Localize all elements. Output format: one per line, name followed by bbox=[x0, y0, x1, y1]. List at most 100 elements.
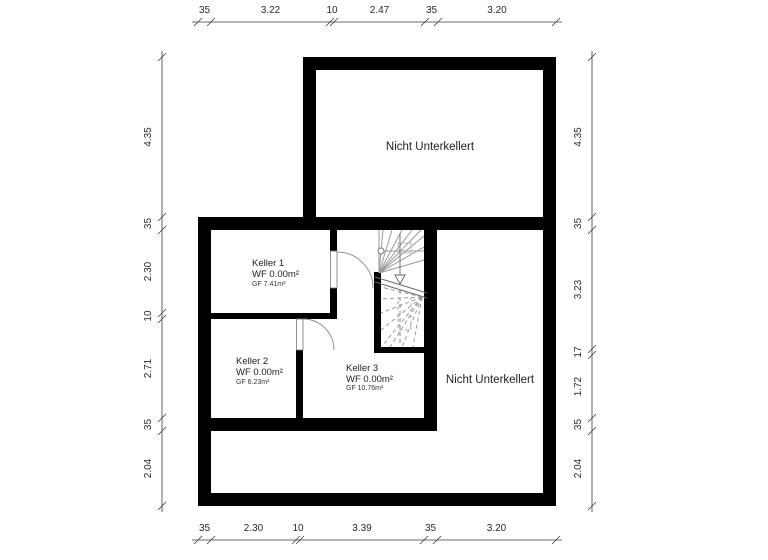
door-keller2 bbox=[296, 318, 335, 351]
dimension-tick bbox=[587, 413, 597, 423]
dimension-label-right-5: 35 bbox=[573, 419, 584, 431]
dimension-label-left-3: 10 bbox=[143, 310, 154, 322]
dimension-tick bbox=[587, 212, 597, 222]
dimension-tick bbox=[157, 52, 167, 62]
dimension-tick bbox=[551, 17, 561, 27]
dimension-tick bbox=[157, 501, 167, 511]
dimension-label-left-6: 2.04 bbox=[143, 458, 154, 478]
stair-direction-arrow bbox=[394, 274, 406, 286]
dimension-tick bbox=[420, 17, 430, 27]
wall-keller-bottom bbox=[198, 418, 437, 431]
dimension-label-top-5: 3.20 bbox=[487, 5, 507, 16]
keller2-name: Keller 2 bbox=[236, 356, 268, 367]
dimension-tick bbox=[433, 17, 443, 27]
dimension-label-top-4: 35 bbox=[426, 5, 438, 16]
keller2-wf: WF 0.00m² bbox=[236, 367, 283, 378]
dimension-tick bbox=[193, 17, 203, 27]
keller1-wf: WF 0.00m² bbox=[252, 269, 299, 280]
dimension-label-bottom-4: 35 bbox=[425, 523, 437, 534]
dimension-tick bbox=[157, 225, 167, 235]
dimension-label-bottom-5: 3.20 bbox=[487, 523, 507, 534]
staircase bbox=[374, 229, 428, 348]
room-labels: Nicht Unterkellert Keller 1 WF 0.00m² GF… bbox=[236, 141, 535, 392]
wall-keller1-right-upper bbox=[330, 230, 337, 251]
door-keller1 bbox=[330, 250, 374, 289]
dimension-tick bbox=[587, 501, 597, 511]
dimension-chain-bottom: 35 2.30 10 3.39 35 3.20 bbox=[192, 523, 562, 545]
stair-walkline-start-circle bbox=[377, 247, 385, 255]
wall-outer-bottom bbox=[198, 493, 556, 506]
dimension-label-right-1: 35 bbox=[573, 218, 584, 230]
keller3-wf: WF 0.00m² bbox=[346, 374, 393, 385]
keller1-gf: GF 7.41m² bbox=[252, 281, 286, 288]
dimension-tick bbox=[157, 212, 167, 222]
dimension-label-right-6: 2.04 bbox=[573, 458, 584, 478]
keller2-label: Keller 2 WF 0.00m² GF 6.23m² bbox=[236, 356, 283, 386]
dimension-label-left-2: 2.30 bbox=[143, 261, 154, 281]
upper-area-label: Nicht Unterkellert bbox=[386, 141, 475, 153]
door-keller2-swing-arc bbox=[302, 318, 335, 351]
dimension-tick bbox=[325, 17, 335, 27]
dimension-tick bbox=[206, 17, 216, 27]
keller3-name: Keller 3 bbox=[346, 363, 378, 374]
wall-stair-left bbox=[374, 272, 381, 353]
dimension-tick bbox=[329, 17, 339, 27]
dimension-label-right-4: 1.72 bbox=[573, 376, 584, 396]
dimension-label-left-5: 35 bbox=[143, 419, 154, 431]
dimension-tick bbox=[193, 535, 203, 545]
doors bbox=[296, 250, 374, 351]
wall-outer-left bbox=[198, 217, 211, 506]
dimension-label-top-3: 2.47 bbox=[370, 5, 390, 16]
dimension-chains: 35 3.22 10 2.47 35 3.20 35 2.30 10 3.39 35 3.20 4.35… bbox=[143, 5, 597, 545]
wall-keller2-right bbox=[296, 350, 303, 418]
dimension-label-top-0: 35 bbox=[199, 5, 211, 16]
dimension-tick bbox=[587, 52, 597, 62]
keller3-gf: GF 10.76m² bbox=[346, 385, 384, 392]
dimension-label-bottom-2: 10 bbox=[292, 523, 304, 534]
wall-stair-right bbox=[424, 230, 437, 431]
dimension-label-right-0: 4.35 bbox=[573, 127, 584, 147]
right-area-label: Nicht Unterkellert bbox=[446, 374, 535, 386]
stair-break-line bbox=[374, 276, 428, 299]
wall-top-block-left bbox=[303, 57, 316, 217]
keller3-label: Keller 3 WF 0.00m² GF 10.76m² bbox=[346, 363, 393, 392]
dimension-label-right-2: 3.23 bbox=[573, 279, 584, 299]
dimension-label-bottom-0: 35 bbox=[199, 523, 211, 534]
wall-keller1-bottom bbox=[205, 313, 337, 319]
dimension-label-left-4: 2.71 bbox=[143, 358, 154, 378]
dimension-tick bbox=[419, 535, 429, 545]
dimension-chain-left: 4.35 35 2.30 10 2.71 35 2.04 bbox=[143, 51, 167, 512]
dimension-tick bbox=[432, 535, 442, 545]
wall-keller1-right-lower bbox=[330, 288, 337, 319]
dimension-tick bbox=[157, 314, 167, 324]
keller1-name: Keller 1 bbox=[252, 258, 284, 269]
dimension-label-bottom-3: 3.39 bbox=[352, 523, 372, 534]
dimension-label-left-1: 35 bbox=[143, 218, 154, 230]
keller1-label: Keller 1 WF 0.00m² GF 7.41m² bbox=[252, 258, 299, 288]
dimension-tick bbox=[587, 344, 597, 354]
dimension-label-right-3: 17 bbox=[573, 346, 584, 358]
dimension-label-bottom-1: 2.30 bbox=[244, 523, 264, 534]
dimension-tick bbox=[206, 535, 216, 545]
dimension-chain-top: 35 3.22 10 2.47 35 3.20 bbox=[192, 5, 562, 27]
dimension-tick bbox=[157, 413, 167, 423]
dimension-tick bbox=[157, 308, 167, 318]
stair-lower-fan bbox=[380, 286, 423, 348]
stair-landing-mark bbox=[397, 242, 412, 254]
dimension-tick bbox=[587, 350, 597, 360]
dimension-label-top-2: 10 bbox=[326, 5, 338, 16]
dimension-label-left-0: 4.35 bbox=[143, 127, 154, 147]
dimension-chain-right: 4.35 35 3.23 17 1.72 35 2.04 bbox=[573, 51, 597, 512]
dimension-label-top-1: 3.22 bbox=[261, 5, 281, 16]
dimension-tick bbox=[587, 225, 597, 235]
keller2-gf: GF 6.23m² bbox=[236, 379, 270, 386]
dimension-tick bbox=[587, 426, 597, 436]
stair-duct-mark bbox=[397, 297, 412, 331]
wall-stair-bottom bbox=[374, 347, 437, 353]
door-keller1-leaf bbox=[330, 250, 338, 289]
door-keller2-leaf bbox=[296, 318, 304, 351]
dimension-tick bbox=[551, 535, 561, 545]
walls bbox=[198, 57, 556, 506]
